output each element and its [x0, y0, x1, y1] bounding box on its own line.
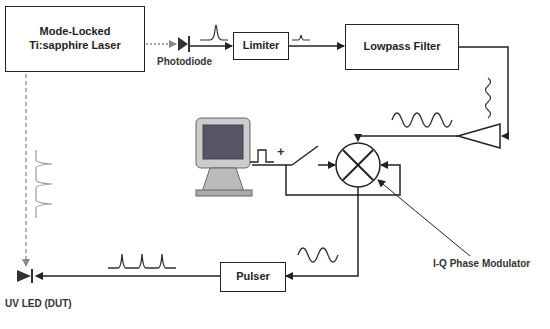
component-label: Photodiode [156, 56, 213, 67]
sine-waveform [298, 248, 338, 262]
signal-wire [286, 187, 358, 276]
signal-wire [358, 136, 458, 141]
laser-box: Mode-Locked Ti:sapphire Laser [5, 6, 145, 72]
sine-waveform [392, 113, 452, 127]
pulse-waveform [292, 35, 310, 40]
switch-symbol [292, 146, 318, 165]
pulse-waveform [200, 25, 228, 40]
signal-wire [318, 164, 335, 166]
box-label: Pulser [236, 270, 270, 284]
square-pulse [250, 150, 274, 162]
mixer-symbol [336, 143, 380, 187]
pulse-train [108, 254, 176, 268]
computer-icon [196, 118, 252, 196]
signal-arrow [289, 45, 344, 47]
component-label: UV LED (DUT) [4, 298, 73, 309]
signal-wire [190, 45, 232, 47]
amplifier-symbol [458, 124, 500, 148]
process-box: Limiter [233, 32, 289, 60]
beam-line [146, 43, 176, 45]
component-label: I-Q Phase Modulator [432, 258, 531, 269]
leader-line [378, 180, 470, 256]
box-label: Lowpass Filter [363, 40, 440, 54]
beam-line [25, 74, 27, 266]
box-label: Limiter [243, 39, 280, 53]
pulse-train [36, 150, 52, 218]
signal-wire [286, 165, 400, 195]
photodiode-symbol [178, 36, 189, 52]
led-symbol [17, 269, 32, 283]
process-box: Pulser [220, 262, 286, 292]
signal-sign: + [276, 144, 286, 159]
sine-waveform [486, 78, 491, 118]
signal-wire [36, 275, 220, 277]
filter-box: Lowpass Filter [345, 24, 459, 70]
signal-wire [459, 47, 508, 136]
box-label: Mode-Locked Ti:sapphire Laser [11, 25, 139, 53]
